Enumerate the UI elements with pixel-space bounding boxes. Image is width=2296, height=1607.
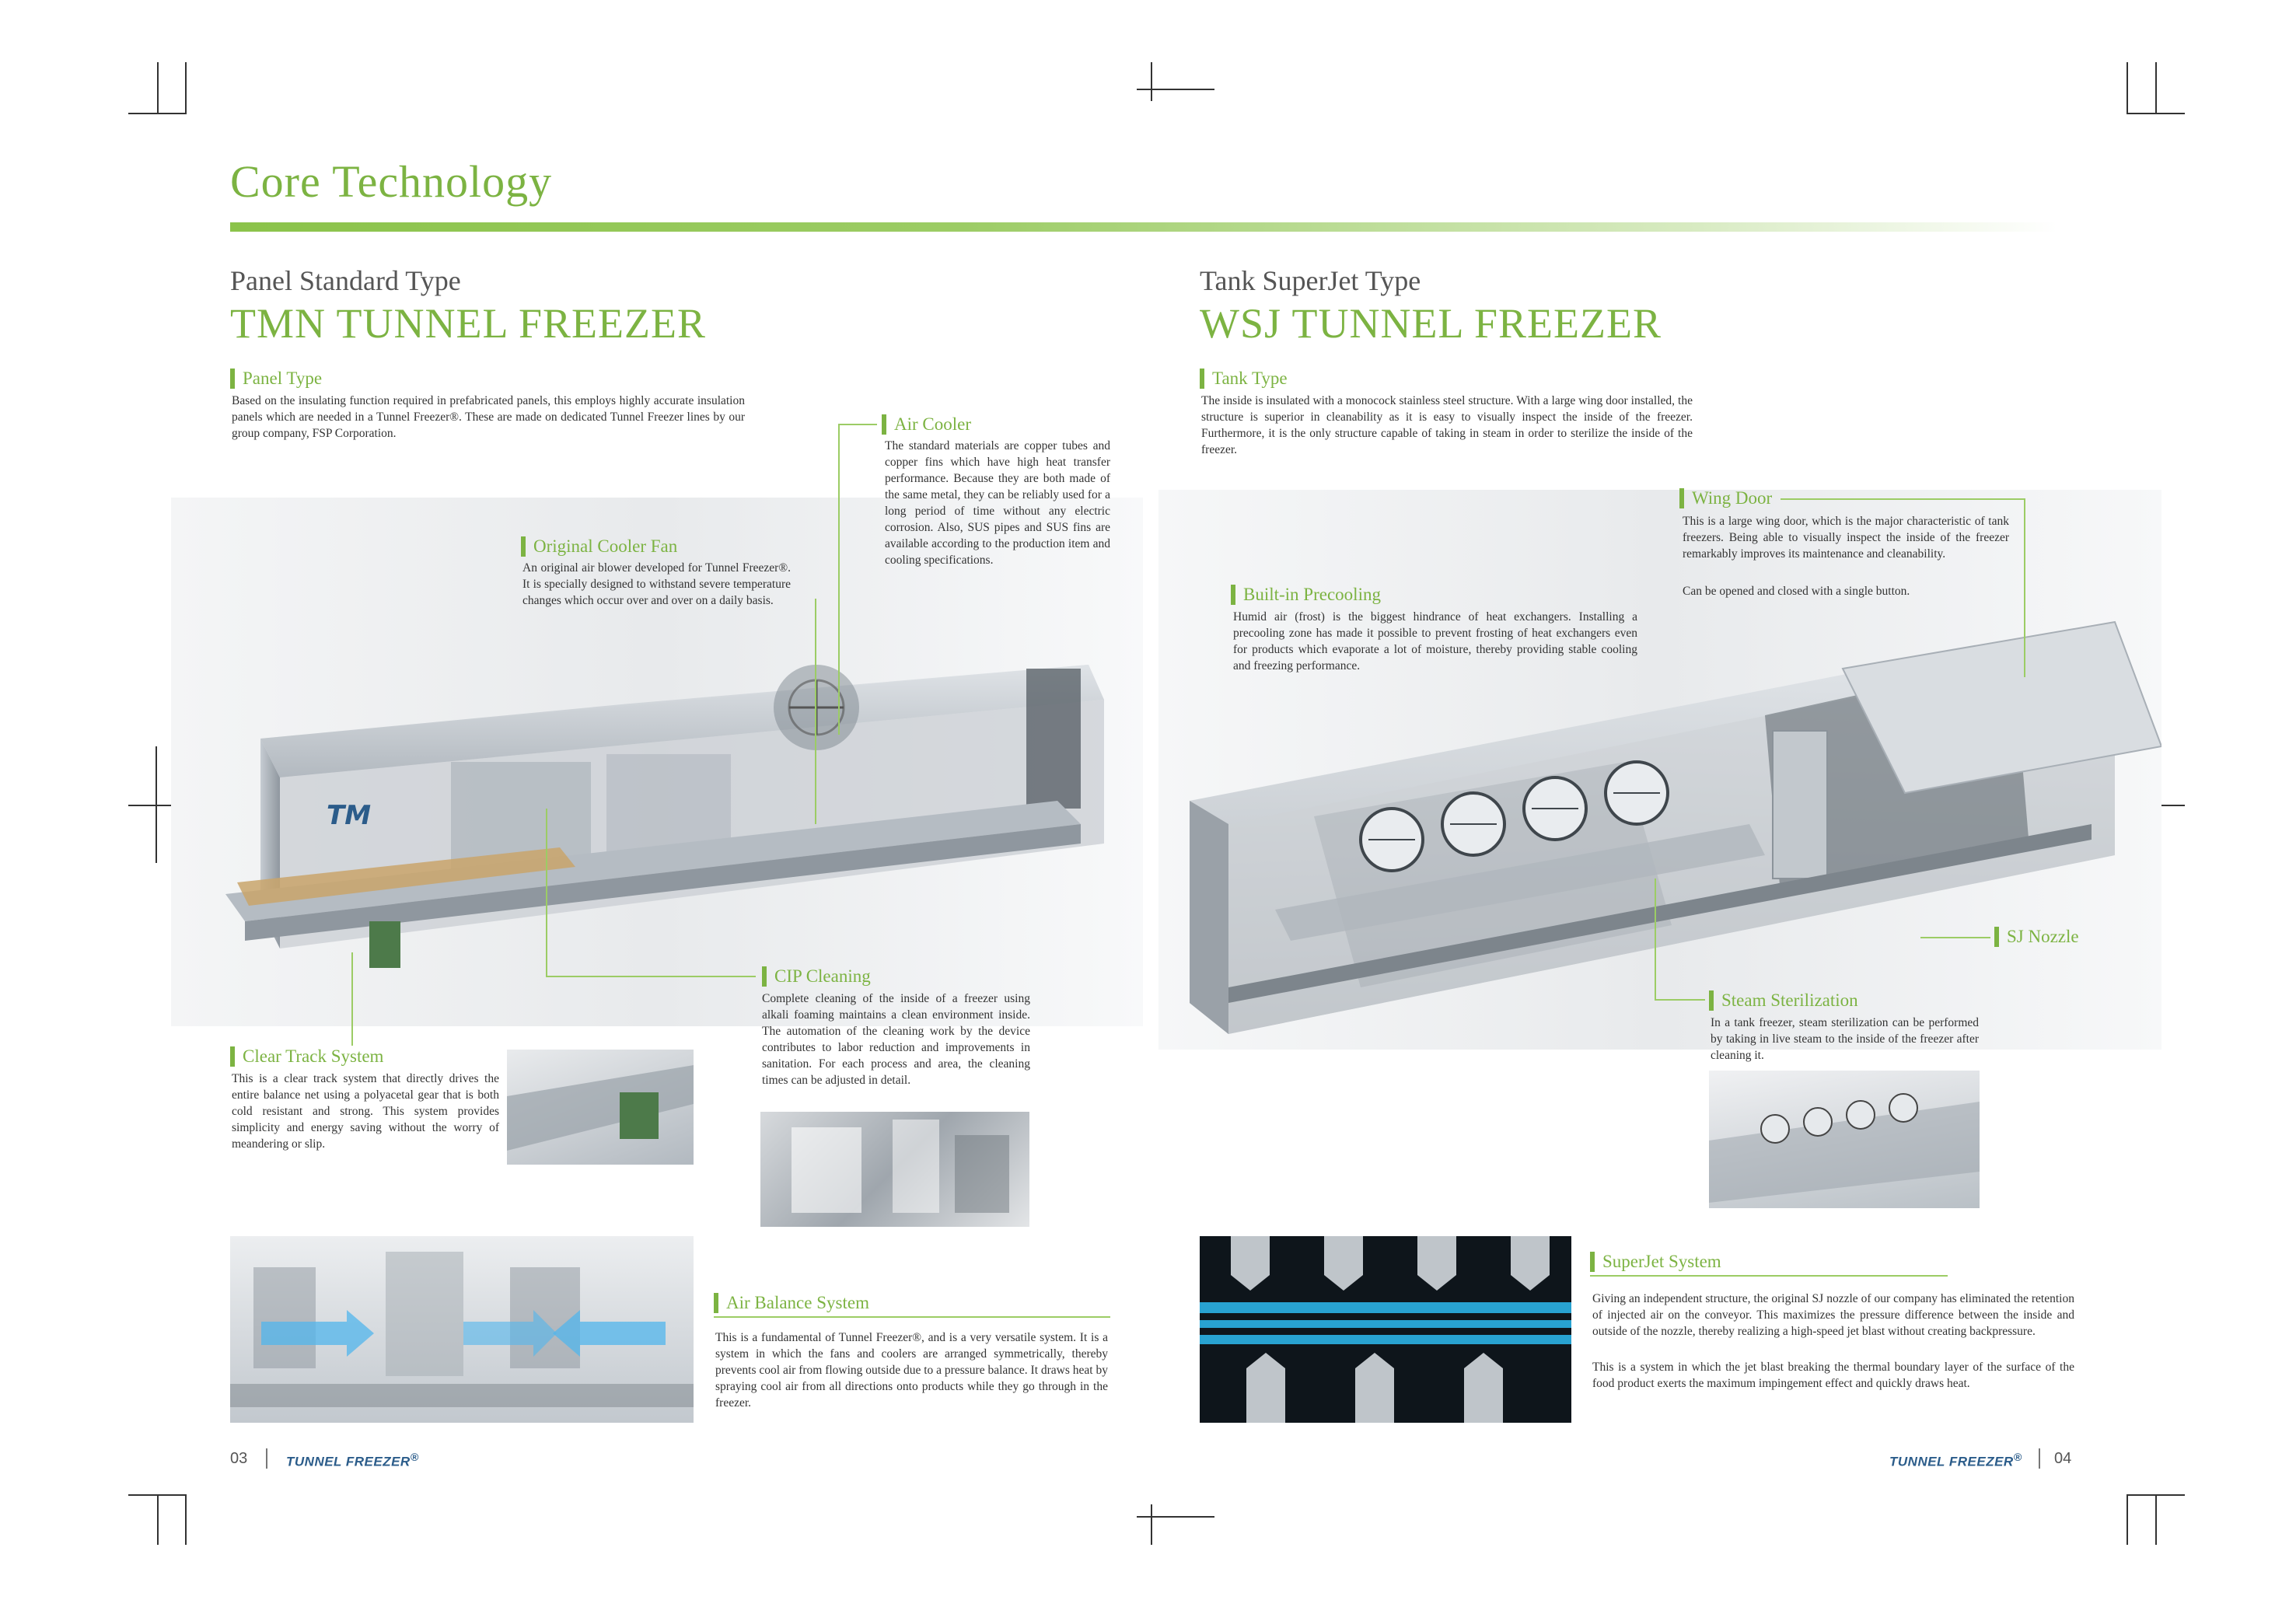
air-balance-heading: Air Balance System <box>714 1293 869 1313</box>
left-brand-logo: TUNNEL FREEZER® <box>286 1452 419 1469</box>
svg-text:TM: TM <box>327 800 371 831</box>
clear-track-photo <box>507 1050 694 1165</box>
air-cooler-heading: Air Cooler <box>882 414 971 435</box>
page-title: Core Technology <box>230 156 553 207</box>
right-type-label: Tank SuperJet Type <box>1200 265 1421 296</box>
steam-photo <box>1709 1071 1980 1208</box>
wing-door-text: This is a large wing door, which is the … <box>1683 515 2009 561</box>
cip-heading: CIP Cleaning <box>762 966 871 987</box>
superjet-text-2: This is a system in which the jet blast … <box>1592 1361 2074 1390</box>
superjet-photo <box>1200 1236 1571 1423</box>
air-cooler-text: The standard materials are copper tubes … <box>885 439 1110 567</box>
wing-door-text-2: Can be opened and closed with a single b… <box>1683 585 1910 598</box>
right-product-title: WSJ TUNNEL FREEZER <box>1200 300 1662 347</box>
cip-photo <box>760 1112 1029 1227</box>
right-page-number: 04 <box>2054 1450 2072 1467</box>
cip-text: Complete cleaning of the inside of a fre… <box>762 992 1030 1087</box>
wing-door-heading: Wing Door <box>1679 488 1772 508</box>
precooling-heading: Built-in Precooling <box>1231 585 1381 605</box>
wsj-freezer-illustration <box>1158 490 2161 1050</box>
precooling-text: Humid air (frost) is the biggest hindran… <box>1233 610 1637 672</box>
panel-type-heading: Panel Type <box>230 369 322 389</box>
right-brand-logo: TUNNEL FREEZER® <box>1889 1452 2022 1469</box>
superjet-text: Giving an independent structure, the ori… <box>1592 1292 2074 1338</box>
cooler-fan-heading: Original Cooler Fan <box>521 536 677 557</box>
left-type-label: Panel Standard Type <box>230 265 461 296</box>
superjet-heading: SuperJet System <box>1590 1252 1721 1272</box>
left-product-title: TMN TUNNEL FREEZER <box>230 300 706 347</box>
tank-type-text: The inside is insulated with a monocock … <box>1201 394 1693 456</box>
air-balance-text: This is a fundamental of Tunnel Freezer®… <box>715 1331 1108 1410</box>
tank-type-heading: Tank Type <box>1200 369 1288 389</box>
steam-text: In a tank freezer, steam sterilization c… <box>1711 1016 1979 1062</box>
tmn-freezer-illustration: TM <box>171 498 1143 1026</box>
air-balance-photo <box>230 1236 694 1423</box>
steam-heading: Steam Sterilization <box>1709 990 1858 1011</box>
cooler-fan-text: An original air blower developed for Tun… <box>522 561 791 607</box>
clear-track-text: This is a clear track system that direct… <box>232 1072 499 1151</box>
clear-track-heading: Clear Track System <box>230 1046 383 1067</box>
sj-nozzle-heading: SJ Nozzle <box>1994 927 2079 947</box>
title-rule <box>230 222 2057 232</box>
panel-type-text: Based on the insulating function require… <box>232 394 745 440</box>
left-page-number: 03 <box>230 1450 248 1467</box>
